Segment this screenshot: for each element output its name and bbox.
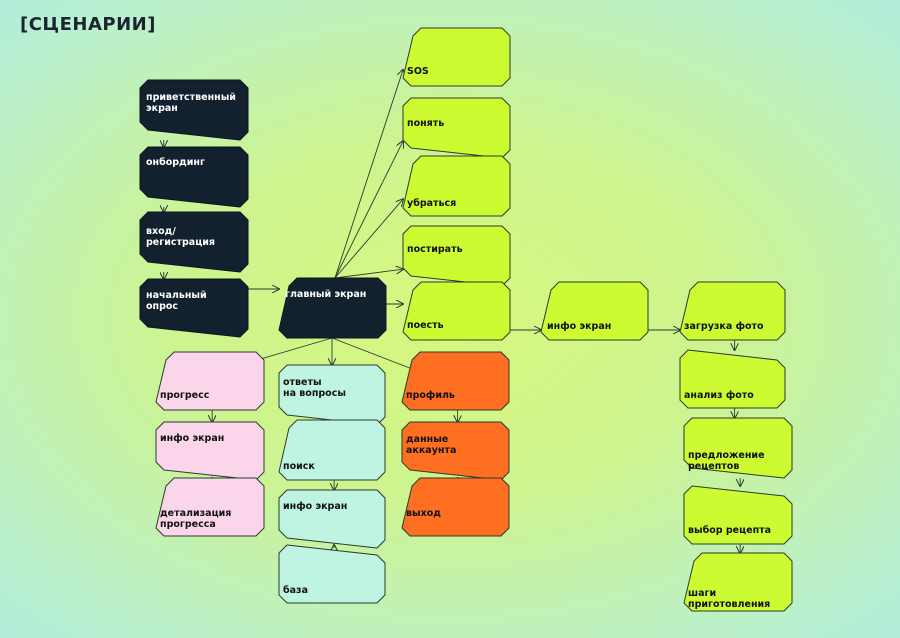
- edge-main-to-wash: [334, 269, 403, 279]
- node-info1: [540, 281, 649, 341]
- node-account: [401, 421, 510, 481]
- node-clean: [402, 155, 511, 217]
- node-survey: [139, 278, 249, 338]
- node-upload: [679, 281, 786, 341]
- edge-main-to-profile: [331, 337, 420, 372]
- node-profile: [401, 351, 510, 411]
- node-main: [278, 277, 387, 339]
- node-sos: [402, 27, 511, 87]
- node-recipes: [683, 417, 793, 479]
- node-wash: [402, 225, 511, 287]
- node-choose: [683, 485, 793, 545]
- node-base: [278, 544, 386, 604]
- node-detail: [155, 477, 265, 537]
- node-search: [278, 419, 386, 481]
- node-steps: [683, 552, 793, 612]
- node-progress: [155, 351, 265, 411]
- edge-main-to-understand: [334, 141, 403, 279]
- node-understand: [402, 97, 511, 159]
- node-answers: [278, 364, 386, 426]
- node-info3: [278, 489, 386, 549]
- node-eat: [402, 281, 511, 341]
- node-analysis: [679, 349, 786, 409]
- page-title: [СЦЕНАРИИ]: [20, 14, 156, 35]
- edge-main-to-clean: [334, 199, 403, 279]
- node-onboarding: [139, 146, 249, 208]
- node-welcome: [139, 79, 249, 141]
- node-login: [139, 211, 249, 273]
- node-info2: [155, 421, 265, 481]
- edge-main-to-sos: [334, 70, 403, 279]
- node-exit: [401, 477, 510, 537]
